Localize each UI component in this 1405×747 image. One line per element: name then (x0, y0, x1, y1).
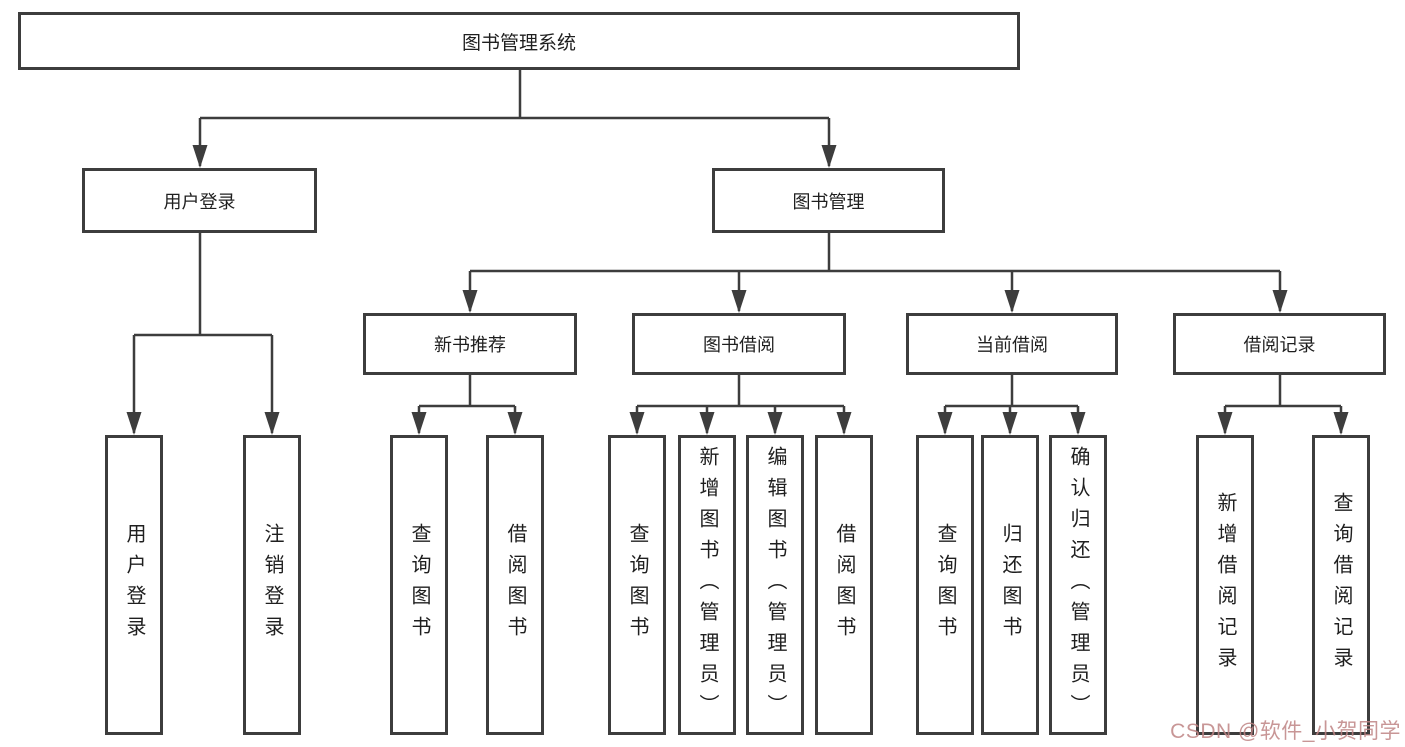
csdn-watermark: CSDN @软件_小贺同学 (1170, 720, 1401, 743)
leaf-query-books-current-label: 查询图书 (934, 523, 956, 647)
leaf-borrow-books-recommend-label: 借阅图书 (504, 523, 526, 647)
leaf-logout: 注销登录 (243, 435, 301, 735)
leaf-confirm-return-admin: 确认归还（管理员） (1049, 435, 1107, 735)
leaf-query-books-current: 查询图书 (916, 435, 974, 735)
node-user-login: 用户登录 (82, 168, 317, 233)
leaf-user-login-label: 用户登录 (123, 523, 145, 647)
leaf-query-books-borrow-label: 查询图书 (626, 523, 648, 647)
leaf-add-book-admin-label: 新增图书（管理员） (696, 445, 718, 725)
leaf-query-books-borrow: 查询图书 (608, 435, 666, 735)
leaf-logout-label: 注销登录 (261, 523, 283, 647)
leaf-query-borrow-record-label: 查询借阅记录 (1330, 492, 1352, 678)
leaf-borrow-books-label: 借阅图书 (833, 523, 855, 647)
leaf-query-books-recommend-label: 查询图书 (408, 523, 430, 647)
leaf-confirm-return-admin-label: 确认归还（管理员） (1067, 445, 1089, 725)
node-library-management-system: 图书管理系统 (18, 12, 1020, 70)
leaf-borrow-books: 借阅图书 (815, 435, 873, 735)
leaf-add-borrow-record: 新增借阅记录 (1196, 435, 1254, 735)
node-borrowing-records: 借阅记录 (1173, 313, 1386, 375)
leaf-query-borrow-record: 查询借阅记录 (1312, 435, 1370, 735)
leaf-user-login: 用户登录 (105, 435, 163, 735)
leaf-return-book: 归还图书 (981, 435, 1039, 735)
node-book-borrowing: 图书借阅 (632, 313, 846, 375)
leaf-query-books-recommend: 查询图书 (390, 435, 448, 735)
leaf-borrow-books-recommend: 借阅图书 (486, 435, 544, 735)
node-book-management: 图书管理 (712, 168, 945, 233)
leaf-add-book-admin: 新增图书（管理员） (678, 435, 736, 735)
leaf-edit-book-admin-label: 编辑图书（管理员） (764, 445, 786, 725)
leaf-add-borrow-record-label: 新增借阅记录 (1214, 492, 1236, 678)
leaf-edit-book-admin: 编辑图书（管理员） (746, 435, 804, 735)
node-new-book-recommendation: 新书推荐 (363, 313, 577, 375)
leaf-return-book-label: 归还图书 (999, 523, 1021, 647)
node-current-borrowing: 当前借阅 (906, 313, 1118, 375)
